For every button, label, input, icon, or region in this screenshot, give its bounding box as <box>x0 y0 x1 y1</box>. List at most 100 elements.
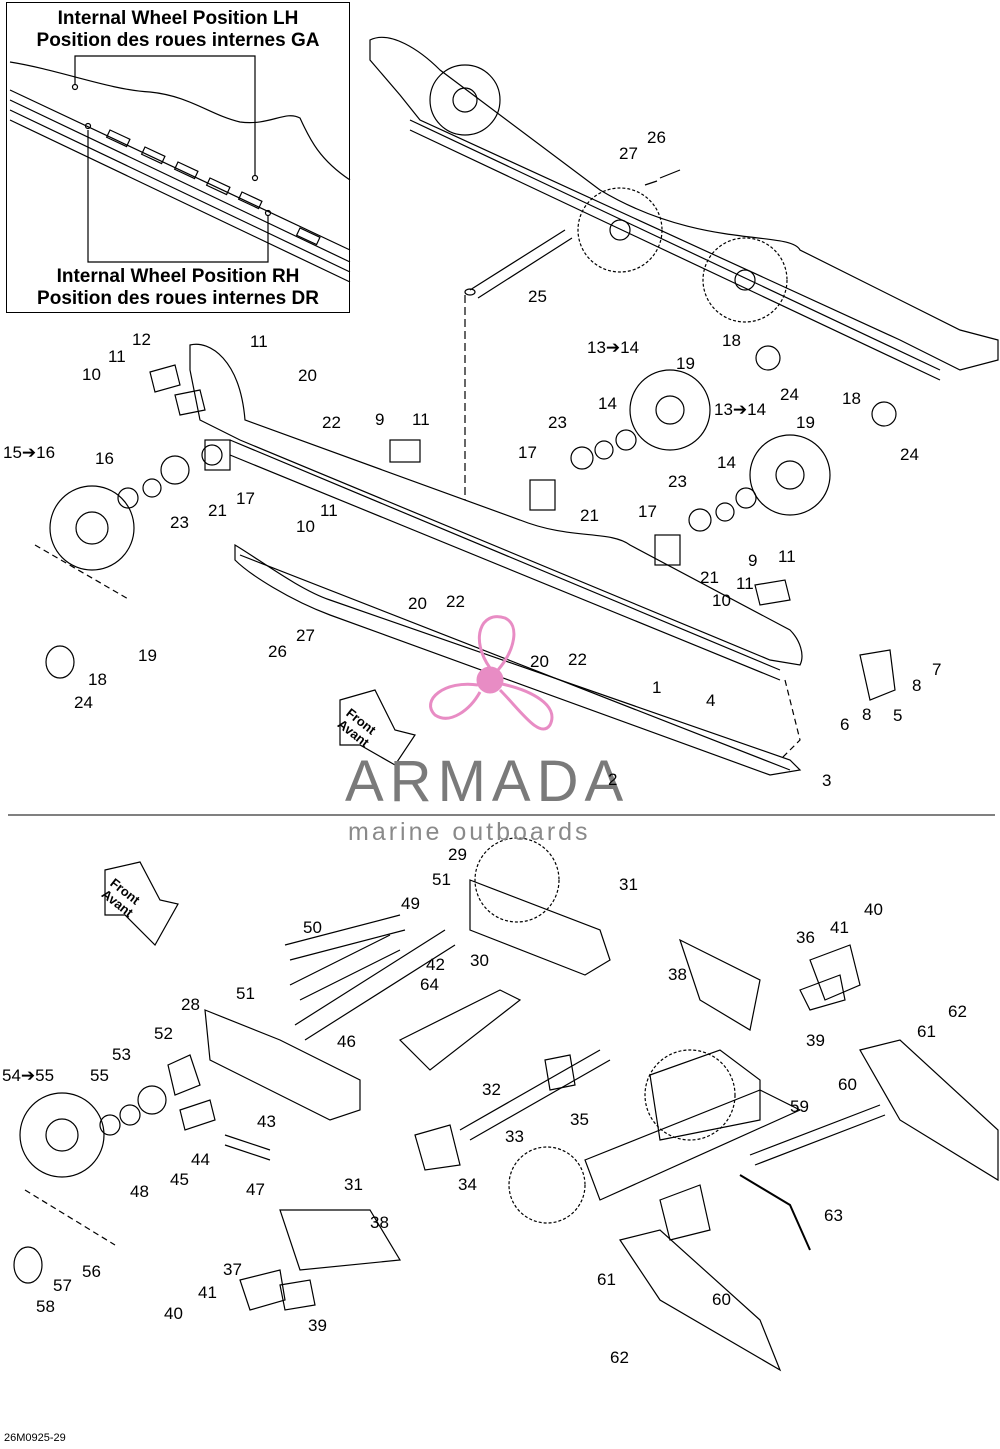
inset-rh-title-en: Internal Wheel Position RH <box>56 266 300 287</box>
callout: 51 <box>236 984 255 1003</box>
front-arrow-top <box>339 689 416 766</box>
callout: 52 <box>154 1024 173 1043</box>
callout: 19 <box>676 354 695 373</box>
callout: 23 <box>170 513 189 532</box>
callout: 9 <box>375 410 385 429</box>
callout: 1 <box>652 678 662 697</box>
callout: 19 <box>796 413 815 432</box>
callout: 10 <box>712 591 731 610</box>
callout: 64 <box>420 975 439 994</box>
callout: 21 <box>208 501 227 520</box>
callout: 14 <box>717 453 736 472</box>
callout: 22 <box>568 650 587 669</box>
callout: 27 <box>619 144 638 163</box>
callout: 11 <box>412 410 430 429</box>
callout: 39 <box>806 1031 825 1050</box>
callout: 2 <box>608 770 618 789</box>
callout: 29 <box>448 845 467 864</box>
callout: 9 <box>748 551 758 570</box>
callout: 12 <box>132 330 151 349</box>
callout: 36 <box>796 928 815 947</box>
inset-lh-title-fr: Position des roues internes GA <box>36 30 320 51</box>
callout: 20 <box>530 652 549 671</box>
callout: 44 <box>191 1150 210 1169</box>
inset-rail-drawing <box>9 55 351 283</box>
callout: 48 <box>130 1182 149 1201</box>
callout: 62 <box>948 1002 967 1021</box>
brand-name: ARMADA <box>345 749 630 814</box>
upper-rear-rail <box>369 36 999 381</box>
callout: 23 <box>548 413 567 432</box>
callout: 11 <box>250 332 268 351</box>
callout: 17 <box>638 502 657 521</box>
callout: 38 <box>370 1213 389 1232</box>
callout: 47 <box>246 1180 265 1199</box>
callout: 10 <box>82 365 101 384</box>
callout: 39 <box>308 1316 327 1335</box>
callout: 22 <box>322 413 341 432</box>
callout: 11 <box>320 501 338 520</box>
callout: 28 <box>181 995 200 1014</box>
inset-frame <box>6 2 350 313</box>
callout: 43 <box>257 1112 276 1131</box>
callout: 19 <box>138 646 157 665</box>
inset-lh-title-en: Internal Wheel Position LH <box>57 8 299 29</box>
callout: 61 <box>597 1270 616 1289</box>
callout: 51 <box>432 870 451 889</box>
callout: 14 <box>598 394 617 413</box>
drawing-code: 26M0925-29 <box>4 1432 66 1444</box>
inset-rh-title-fr: Position des roues internes DR <box>37 288 319 309</box>
callout: 11 <box>778 547 796 566</box>
brand-tagline: marine outboards <box>348 818 591 846</box>
callout: 21 <box>700 568 719 587</box>
callout: 25 <box>528 287 547 306</box>
callout: 8 <box>862 705 872 724</box>
callout: 55 <box>90 1066 109 1085</box>
callout: 50 <box>303 918 322 937</box>
callout: 58 <box>36 1297 55 1316</box>
callout: 60 <box>838 1075 857 1094</box>
callout: 6 <box>840 715 850 734</box>
callout: 32 <box>482 1080 501 1099</box>
callout: 26 <box>647 128 666 147</box>
callout: 11 <box>108 347 126 366</box>
callout: 38 <box>668 965 687 984</box>
callout: 46 <box>337 1032 356 1051</box>
callout: 11 <box>736 574 754 593</box>
callout: 22 <box>446 592 465 611</box>
callout: 7 <box>932 660 942 679</box>
callout: 49 <box>401 894 420 913</box>
callout: 21 <box>580 506 599 525</box>
callout: 26 <box>268 642 287 661</box>
callout: 17 <box>236 489 255 508</box>
callout: 20 <box>408 594 427 613</box>
callout: 13➔14 <box>587 338 640 357</box>
callout: 41 <box>830 918 849 937</box>
callout: 37 <box>223 1260 242 1279</box>
callout: 4 <box>706 691 716 710</box>
callout: 13➔14 <box>714 400 767 419</box>
suspension-assembly <box>13 837 999 1372</box>
callout: 24 <box>900 445 919 464</box>
callout: 33 <box>505 1127 524 1146</box>
callout: 62 <box>610 1348 629 1367</box>
callout: 40 <box>164 1304 183 1323</box>
callout: 27 <box>296 626 315 645</box>
callout: 42 <box>426 955 445 974</box>
callout: 30 <box>470 951 489 970</box>
callout: 35 <box>570 1110 589 1129</box>
callout: 16 <box>95 449 114 468</box>
callout: 18 <box>842 389 861 408</box>
callout: 8 <box>912 676 922 695</box>
callout: 34 <box>458 1175 477 1194</box>
front-arrow-bottom <box>104 861 179 946</box>
callout: 18 <box>88 670 107 689</box>
callout: 54➔55 <box>2 1066 55 1085</box>
callout: 31 <box>344 1175 363 1194</box>
callout: 40 <box>864 900 883 919</box>
callout: 3 <box>822 771 832 790</box>
brand-logo-icon <box>429 615 554 731</box>
callout: 31 <box>619 875 638 894</box>
callout: 24 <box>74 693 93 712</box>
